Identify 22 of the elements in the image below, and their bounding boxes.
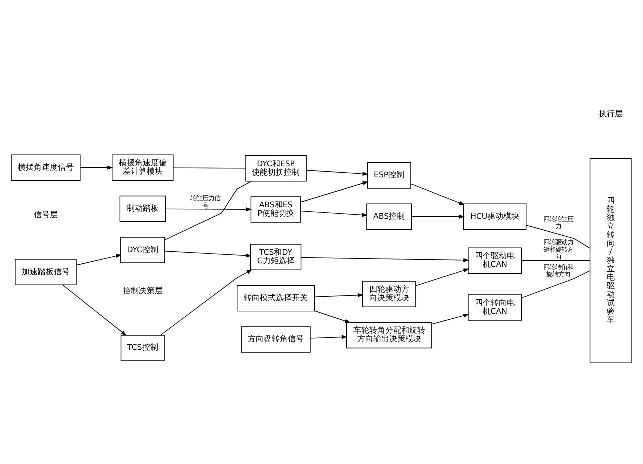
arrow (300, 210, 368, 217)
arrow (300, 181, 369, 202)
arrow (314, 292, 364, 297)
connector (526, 224, 590, 248)
connector (164, 180, 252, 240)
arrow (160, 269, 253, 336)
arrow (76, 254, 122, 266)
arrow (310, 334, 348, 339)
arrow (165, 207, 252, 212)
arrow (300, 256, 470, 262)
arrow (62, 284, 127, 336)
arrow (164, 250, 252, 258)
arrow (416, 268, 470, 286)
arrow (412, 214, 465, 218)
connector (522, 270, 590, 298)
arrow (410, 183, 465, 205)
arrow (314, 310, 351, 323)
connector (521, 260, 591, 261)
connector (173, 167, 246, 168)
arrow (432, 313, 470, 324)
arrow (80, 165, 114, 170)
arrow (306, 170, 368, 176)
